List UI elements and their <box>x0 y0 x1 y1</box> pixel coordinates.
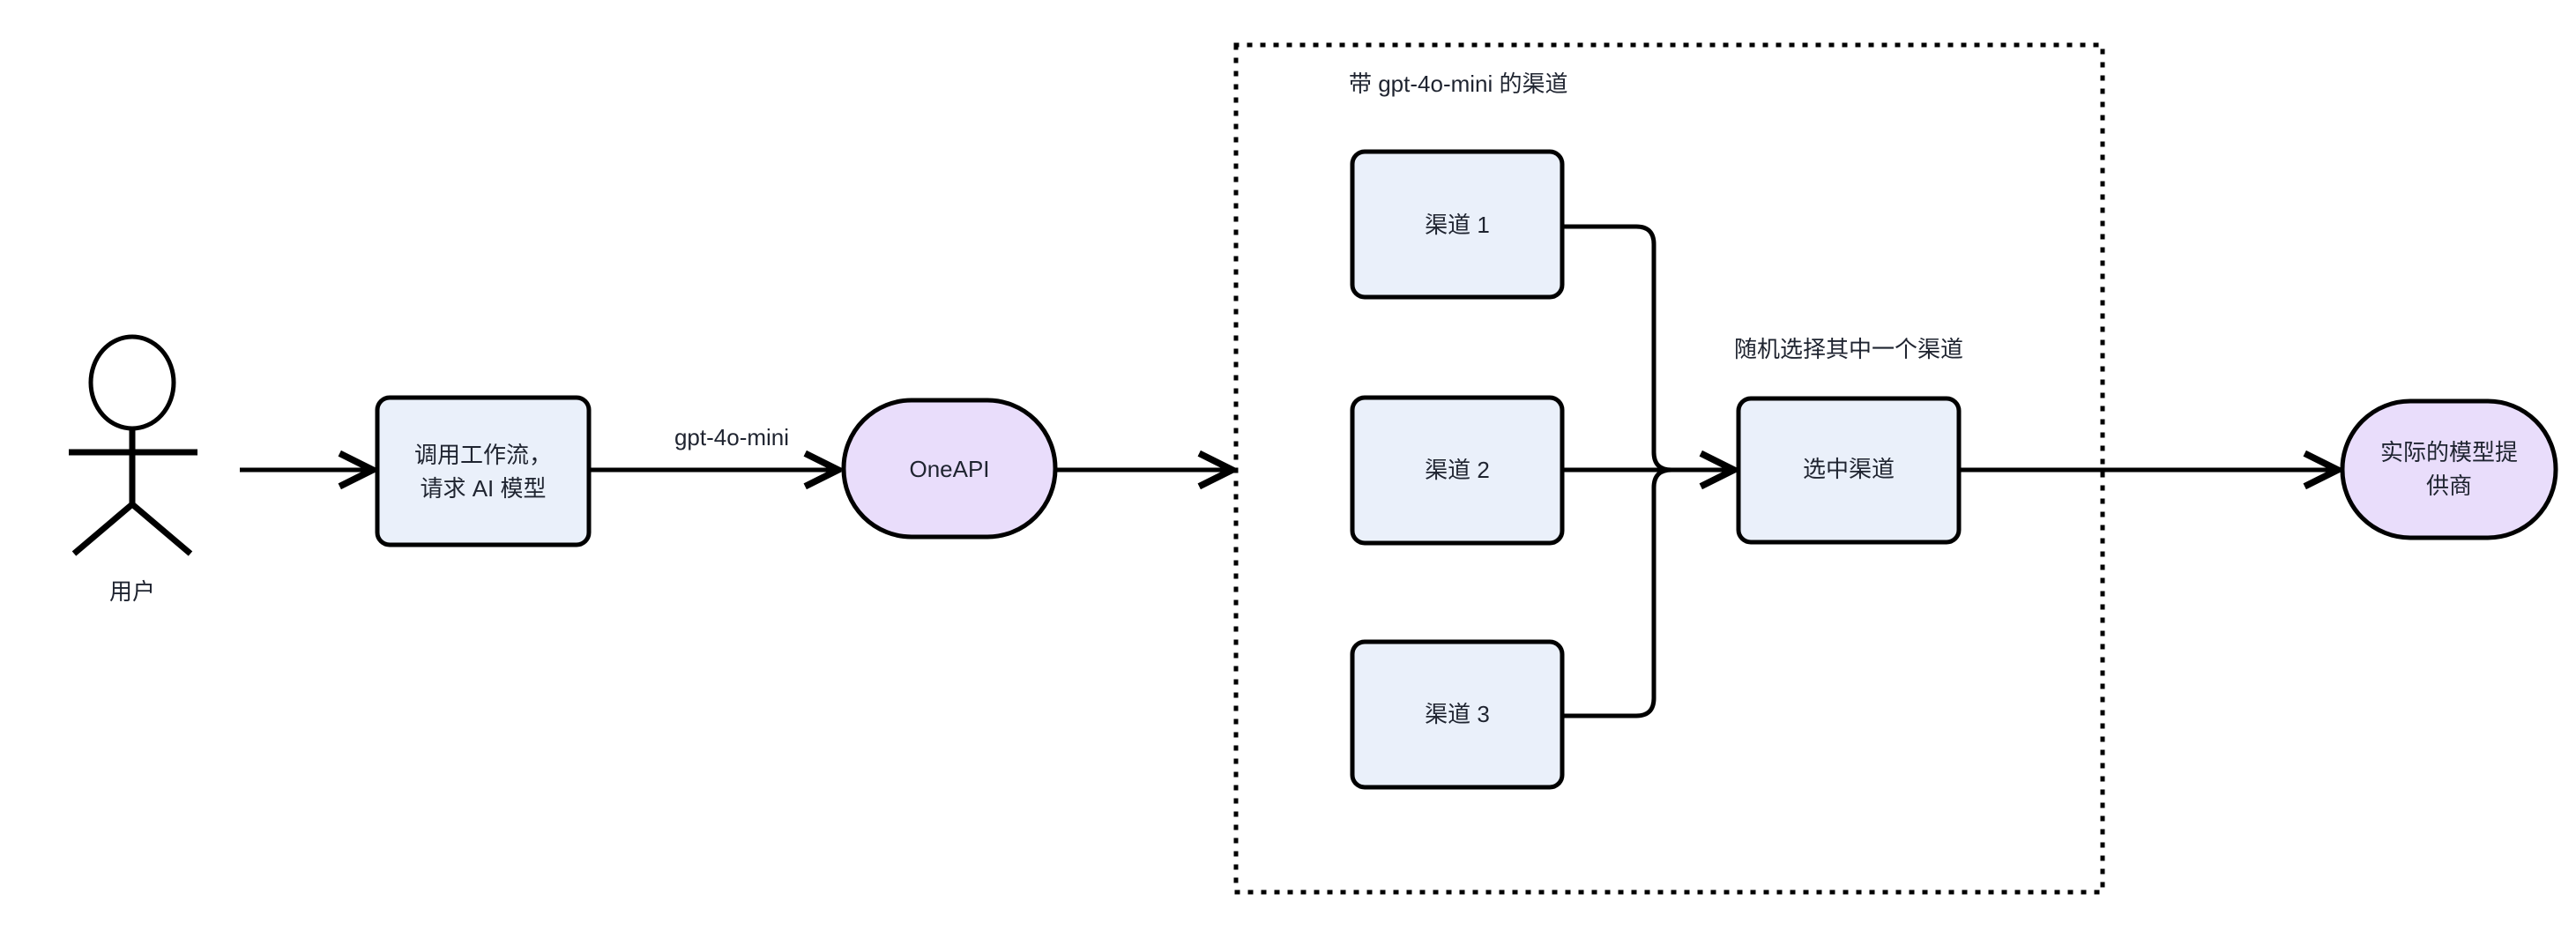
node-workflow-call-label-line2: 请求 AI 模型 <box>420 475 546 502</box>
edge-channel-1-to-selected <box>1562 224 1672 473</box>
node-workflow-call[interactable]: 调用工作流， 请求 AI 模型 <box>375 395 592 547</box>
node-channel-3[interactable]: 渠道 3 <box>1350 639 1565 790</box>
node-channel-3-label: 渠道 3 <box>1425 701 1490 727</box>
node-provider-label-line2: 供商 <box>2426 473 2472 499</box>
actor-head-icon <box>88 334 176 431</box>
edge-channel-3-to-selected <box>1562 467 1672 718</box>
node-channel-1-label: 渠道 1 <box>1425 212 1490 238</box>
node-provider[interactable]: 实际的模型提 供商 <box>2340 398 2558 540</box>
node-oneapi-label: OneAPI <box>909 456 989 482</box>
channel-group-container: 带 gpt-4o-mini 的渠道 <box>1233 42 2105 895</box>
node-workflow-call-shape <box>375 395 592 547</box>
edge-label-random-pick: 随机选择其中一个渠道 <box>1734 336 1963 362</box>
channel-group-label: 带 gpt-4o-mini 的渠道 <box>1349 71 1568 97</box>
channel-group-border <box>1233 42 2105 895</box>
actor-right-leg-icon <box>130 502 193 556</box>
node-channel-2[interactable]: 渠道 2 <box>1350 395 1565 546</box>
node-provider-label-line1: 实际的模型提 <box>2380 439 2518 465</box>
node-selected-channel[interactable]: 选中渠道 随机选择其中一个渠道 <box>1734 336 1963 545</box>
node-channel-2-label: 渠道 2 <box>1425 457 1490 483</box>
node-workflow-call-label-line1: 调用工作流， <box>414 442 552 468</box>
node-oneapi[interactable]: OneAPI <box>841 398 1058 540</box>
node-selected-channel-label: 选中渠道 <box>1803 456 1895 482</box>
node-provider-shape <box>2340 398 2558 540</box>
actor-user-label: 用户 <box>109 578 155 605</box>
node-channel-1[interactable]: 渠道 1 <box>1350 149 1565 300</box>
actor-user[interactable]: 用户 <box>69 334 197 605</box>
actor-left-leg-icon <box>71 502 135 556</box>
edge-label-model-name: gpt-4o-mini <box>674 424 789 450</box>
